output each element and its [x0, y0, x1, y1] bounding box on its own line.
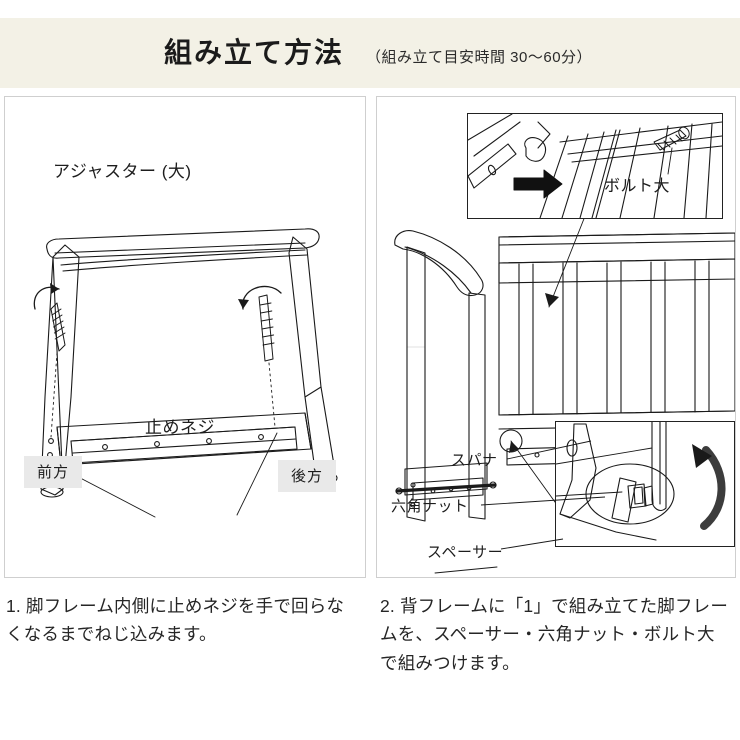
- caption-step-1: 1. 脚フレーム内側に止めネジを手で回らなくなるまでねじ込みます。: [6, 596, 345, 645]
- label-spacer: スペーサー: [427, 544, 504, 561]
- step-1-panel: アジャスター (大) 止めネジ 前方 後方: [4, 96, 366, 578]
- curved-rotation-arrow-icon: [692, 444, 726, 530]
- nut-spanner-detail-drawing: [556, 422, 726, 541]
- label-spanner: スパナ: [451, 452, 498, 469]
- page-subtitle: （組み立て目安時間 30〜60分）: [366, 48, 593, 66]
- header-band: 組み立て方法 （組み立て目安時間 30〜60分）: [0, 18, 740, 88]
- caption-step-2: 2. 背フレームに「1」で組み立てた脚フレームを、スペーサー・六角ナット・ボルト…: [380, 596, 729, 673]
- page-title: 組み立て方法: [164, 37, 345, 68]
- label-adjuster: アジャスター (大): [53, 162, 192, 181]
- label-hex-nut: 六角ナット: [391, 498, 469, 515]
- label-bolt-large: ボルト大: [604, 178, 671, 195]
- bolt-detail-drawing: [468, 114, 722, 218]
- step-2-panel: ボルト大: [376, 96, 736, 578]
- black-right-arrow-icon: [513, 169, 563, 199]
- badge-rear: 後方: [278, 460, 337, 492]
- badge-front: 前方: [24, 456, 83, 488]
- inset-nut-detail: [555, 421, 735, 547]
- label-set-screw: 止めネジ: [145, 418, 215, 437]
- inset-bolt-detail: ボルト大: [467, 113, 723, 219]
